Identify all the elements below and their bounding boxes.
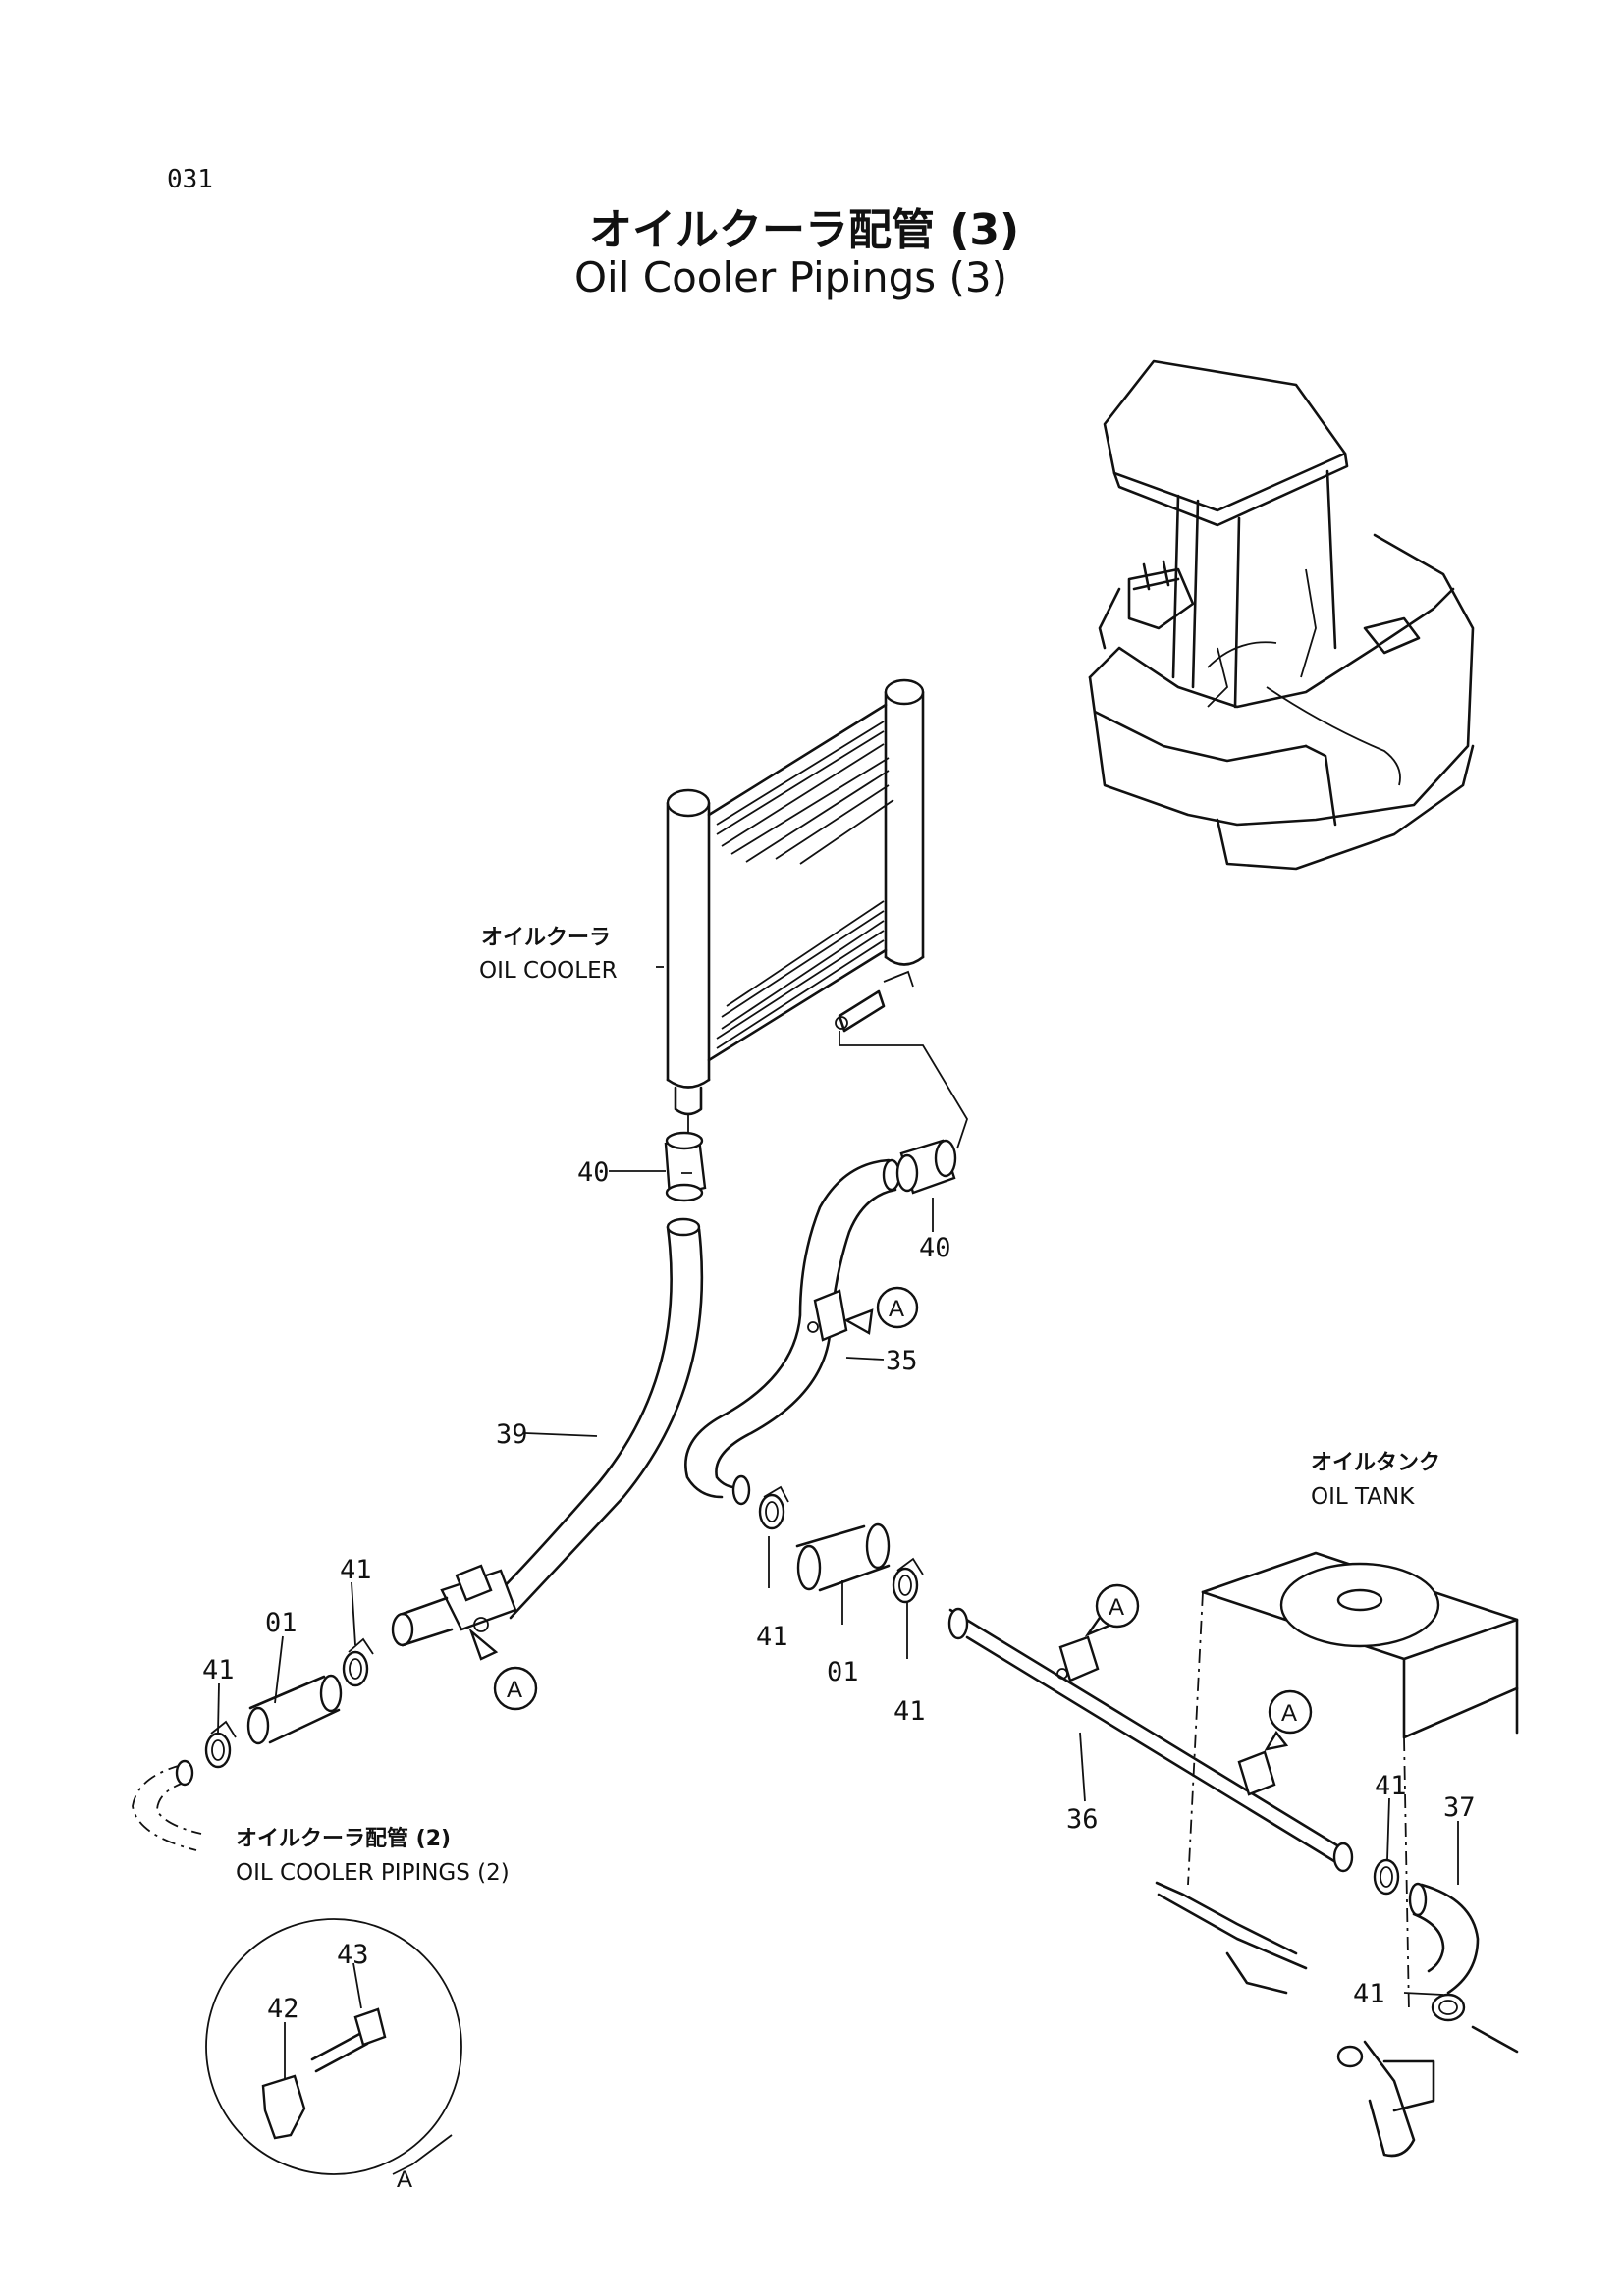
page-title-english: Oil Cooler Pipings (3) xyxy=(574,253,1007,301)
svg-text:A: A xyxy=(1281,1700,1297,1727)
part-label-43: 43 xyxy=(337,1940,369,1970)
detail-reference-markers: A A A A xyxy=(468,1286,1313,1751)
leader-lines xyxy=(217,966,1459,2175)
callout-oil-cooler-jp: オイルクーラ xyxy=(481,926,611,950)
hose-01-left xyxy=(246,1674,343,1745)
part-label-01-left: 01 xyxy=(265,1608,298,1638)
part-label-40-right: 40 xyxy=(919,1233,951,1263)
hose-39 xyxy=(489,1217,704,1620)
oil-cooler-illustration xyxy=(666,678,925,1116)
part-label-39: 39 xyxy=(496,1419,528,1450)
elbow-fitting-left xyxy=(391,1564,517,1647)
oil-tank-illustration xyxy=(1155,1551,1519,2158)
clamp-41-left-upper xyxy=(342,1637,374,1687)
part-label-41-a: 41 xyxy=(340,1555,372,1585)
detail-ref-a-pipe-36: A xyxy=(1084,1583,1140,1637)
svg-text:A: A xyxy=(507,1677,522,1703)
svg-text:A: A xyxy=(889,1296,904,1322)
callout-oil-cooler-en: OIL COOLER xyxy=(479,958,618,984)
part-label-40-left: 40 xyxy=(577,1157,610,1188)
clamp-41-tank-lower xyxy=(1431,1993,1466,2022)
detail-a-marker-label: A xyxy=(397,2166,412,2193)
oil-cooler-pipings-2-phantom xyxy=(132,1759,202,1851)
machine-overview-illustration xyxy=(1088,359,1475,871)
part-label-41-b: 41 xyxy=(202,1655,235,1685)
detail-ref-a-tank: A xyxy=(1264,1689,1313,1751)
part-label-41-e: 41 xyxy=(1375,1771,1407,1801)
component-callouts: オイルクーラ OIL COOLER オイルタンク OIL TANK オイルクーラ… xyxy=(236,926,1440,1886)
svg-text:A: A xyxy=(1109,1594,1124,1621)
callout-oil-tank-jp: オイルタンク xyxy=(1311,1451,1440,1475)
part-label-41-f: 41 xyxy=(1353,1979,1385,2009)
bracket-on-hose-35 xyxy=(807,1289,848,1342)
hose-01-right xyxy=(795,1522,891,1592)
cooler-outlet-phantom-line xyxy=(839,1031,968,1149)
part-label-35: 35 xyxy=(886,1346,918,1376)
pipe-36 xyxy=(947,1607,1354,1873)
hose-37 xyxy=(1408,1882,1480,1995)
clamp-40-right xyxy=(895,1139,957,1195)
page-number: 031 xyxy=(167,165,213,194)
part-label-01-right: 01 xyxy=(827,1657,859,1687)
detail-ref-a-hose-35: A xyxy=(843,1286,919,1335)
clamp-41-tank-upper xyxy=(1373,1858,1400,1896)
part-label-41-c: 41 xyxy=(756,1622,788,1652)
detail-a-view xyxy=(205,1918,462,2175)
clamp-41-right-upper xyxy=(758,1485,789,1530)
part-label-42: 42 xyxy=(267,1994,299,2024)
detail-ref-a-elbow: A xyxy=(468,1628,538,1711)
part-label-37: 37 xyxy=(1443,1792,1476,1823)
clamp-40-left xyxy=(664,1114,707,1202)
clamp-41-left-lower xyxy=(204,1720,237,1769)
part-label-36: 36 xyxy=(1066,1804,1099,1835)
hose-35 xyxy=(684,1158,901,1506)
part-label-41-d: 41 xyxy=(893,1696,926,1727)
callout-pipings-2-jp: オイルクーラ配管 (2) xyxy=(236,1826,451,1851)
callout-oil-tank-en: OIL TANK xyxy=(1311,1484,1415,1510)
part-number-labels: 40 40 35 39 41 01 41 41 01 41 36 41 37 4… xyxy=(202,1157,1476,2193)
callout-pipings-2-en: OIL COOLER PIPINGS (2) xyxy=(236,1860,510,1886)
clamp-41-right-lower xyxy=(892,1557,924,1604)
page-title-japanese: オイルクーラ配管 (3) xyxy=(589,205,1020,255)
